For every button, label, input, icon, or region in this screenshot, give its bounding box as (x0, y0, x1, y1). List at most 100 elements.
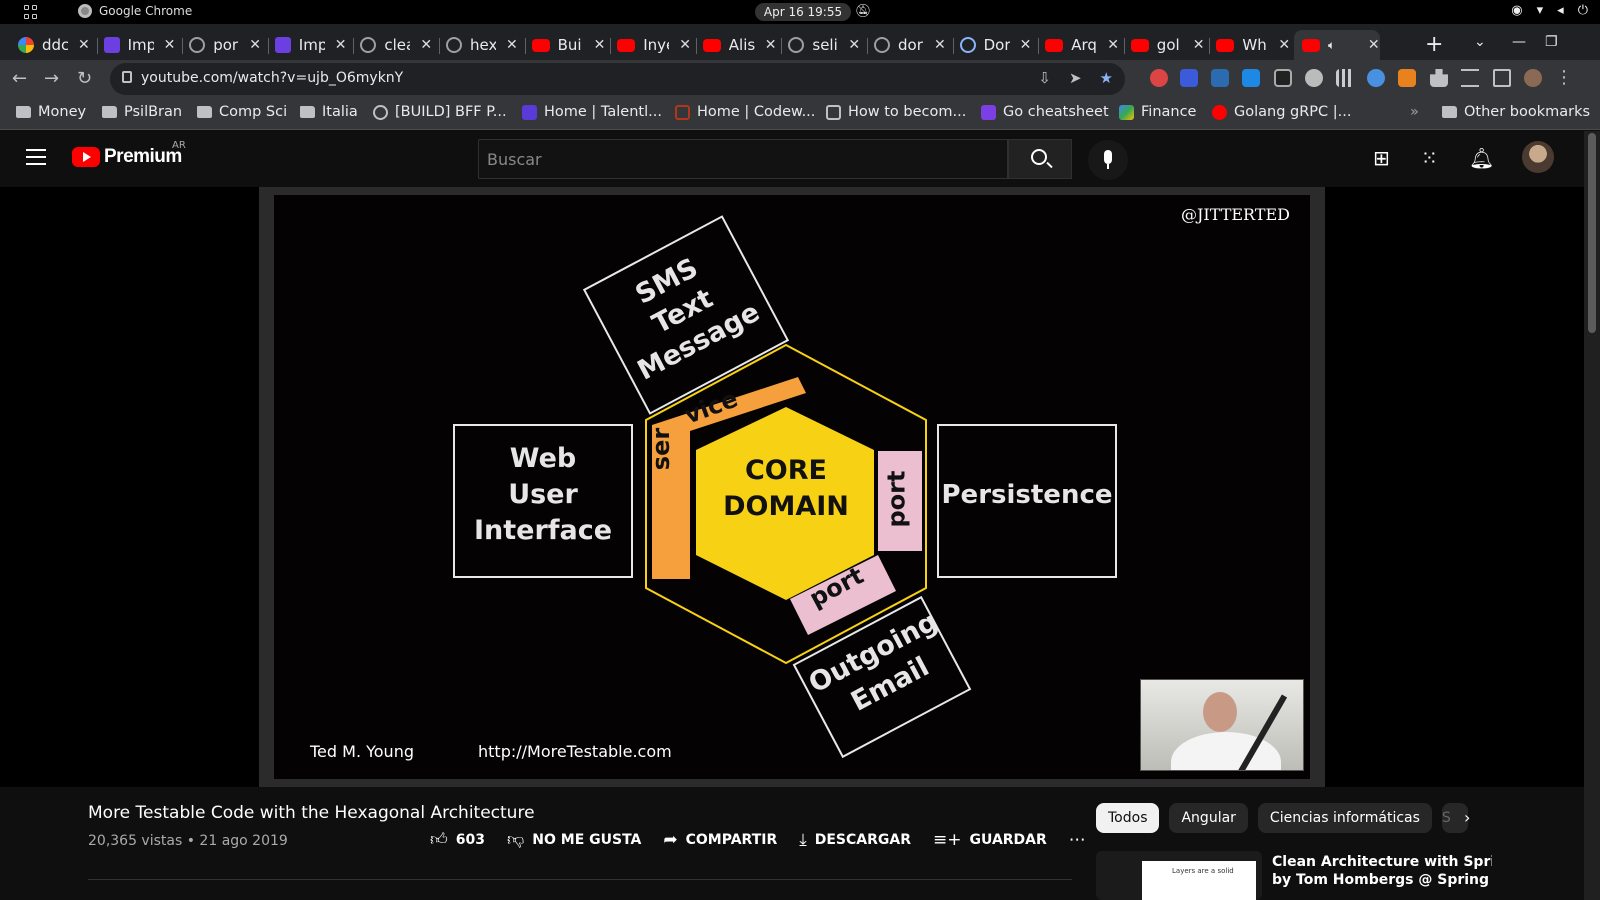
side-panel-icon[interactable] (1493, 69, 1511, 87)
bookmark-comp-sci[interactable]: Comp Sci (197, 104, 287, 120)
browser-tab[interactable]: Imp✕ (96, 30, 184, 60)
shield-extension-icon[interactable] (1180, 69, 1198, 87)
youtube-premium-logo[interactable]: Premium AR (72, 140, 186, 168)
puzzle-extensions-icon[interactable] (1430, 69, 1448, 87)
tab-close-icon[interactable]: ✕ (1367, 37, 1380, 53)
grid-extension-icon[interactable] (1336, 69, 1354, 87)
tab-close-icon[interactable]: ✕ (1278, 37, 1291, 53)
browser-tab[interactable]: Bui✕ (524, 30, 612, 60)
tab-close-icon[interactable]: ✕ (679, 37, 691, 53)
voice-search-button[interactable] (1088, 140, 1128, 180)
browser-tab[interactable]: Arq✕ (1037, 30, 1125, 60)
bookmarks-overflow[interactable]: » (1410, 104, 1419, 120)
bookmark-psilbran[interactable]: PsilBran (102, 104, 182, 120)
tab-close-icon[interactable]: ✕ (1107, 37, 1119, 53)
create-video-icon[interactable]: ⊞ (1373, 146, 1390, 170)
browser-tab[interactable]: gol✕ (1123, 30, 1211, 60)
compass-extension-icon[interactable] (1367, 69, 1385, 87)
tab-audio-icon[interactable]: 🔈︎ (1328, 37, 1336, 52)
download-button[interactable]: ⤓DESCARGAR (799, 829, 912, 850)
chip-todos[interactable]: Todos (1096, 803, 1160, 833)
reading-list-icon[interactable] (1461, 69, 1479, 87)
s-extension-icon[interactable] (1242, 69, 1260, 87)
like-button[interactable]: 👍︎603 (430, 830, 485, 850)
maximize-icon[interactable]: ❐ (1545, 34, 1558, 50)
apps-grid-icon[interactable]: ⁙ (1421, 146, 1438, 170)
tab-close-icon[interactable]: ✕ (1019, 37, 1032, 53)
bookmark-build-bff[interactable]: [BUILD] BFF P... (373, 104, 507, 120)
bookmark-talentlms[interactable]: Home | Talentl... (522, 104, 662, 120)
user-avatar[interactable] (1522, 141, 1554, 173)
bookmark-golang-grpc[interactable]: Golang gRPC |... (1212, 104, 1352, 120)
recommended-thumbnail[interactable]: Layers are a solid (1096, 851, 1262, 900)
adblock-extension-icon[interactable] (1150, 69, 1168, 87)
browser-tab[interactable]: Imp✕ (267, 30, 355, 60)
browser-tab[interactable]: hex✕ (438, 30, 526, 60)
browser-tab[interactable]: Wh✕ (1208, 30, 1296, 60)
bookmark-italia[interactable]: Italia (300, 104, 358, 120)
chip-ciencias-informaticas[interactable]: Ciencias informáticas (1257, 803, 1432, 833)
browser-tab[interactable]: 🔈︎ ✕ (1294, 30, 1380, 60)
bookmark-how-to-become[interactable]: How to becom... (826, 104, 966, 120)
clock[interactable]: Apr 16 19:55 (755, 3, 851, 21)
power-icon[interactable]: ⏻ (1577, 3, 1588, 18)
lock-icon[interactable] (122, 71, 132, 83)
page-scrollbar[interactable] (1584, 131, 1600, 900)
tab-close-icon[interactable]: ✕ (593, 37, 606, 53)
tab-close-icon[interactable]: ✕ (420, 37, 433, 53)
wifi-icon[interactable]: ▾ (1536, 3, 1544, 18)
browser-tab[interactable]: Dor✕ (952, 30, 1040, 60)
chip-angular[interactable]: Angular (1169, 803, 1248, 833)
bookmark-go-cheatsheet[interactable]: Go cheatsheet (981, 104, 1109, 120)
bookmark-star-icon[interactable]: ★ (1099, 69, 1113, 87)
tab-close-icon[interactable]: ✕ (163, 37, 176, 53)
tab-close-icon[interactable]: ✕ (249, 37, 261, 53)
browser-tab[interactable]: clea✕ (352, 30, 440, 60)
tab-close-icon[interactable]: ✕ (506, 37, 518, 53)
volume-icon[interactable]: ◂ (1557, 3, 1564, 18)
install-icon[interactable]: ⇩ (1038, 69, 1051, 87)
bookmark-money[interactable]: Money (16, 104, 86, 120)
url-text[interactable]: youtube.com/watch?v=ujb_O6myknY (141, 70, 404, 86)
tab-search-icon[interactable]: ⌄ (1474, 34, 1486, 50)
circle-extension-icon[interactable] (1305, 69, 1323, 87)
tab-close-icon[interactable]: ✕ (934, 37, 946, 53)
video-player[interactable]: @JITTERTED SMS Text Message Web User Int… (0, 187, 1584, 787)
omnibox[interactable]: youtube.com/watch?v=ujb_O6myknY ⇩ ➤ ★ (110, 63, 1125, 95)
search-button[interactable] (1008, 139, 1072, 179)
tab-close-icon[interactable]: ✕ (848, 37, 861, 53)
menu-icon[interactable] (26, 149, 46, 170)
back-icon[interactable]: ← (12, 68, 28, 89)
scrollbar-thumb[interactable] (1588, 133, 1596, 333)
other-bookmarks[interactable]: Other bookmarks (1442, 104, 1590, 120)
tab-close-icon[interactable]: ✕ (334, 37, 347, 53)
browser-tab[interactable]: seli✕ (780, 30, 868, 60)
dislike-button[interactable]: 👎︎NO ME GUSTA (507, 830, 642, 850)
search-input[interactable]: Buscar (478, 139, 1008, 179)
profile-avatar[interactable] (1524, 69, 1542, 87)
tab-close-icon[interactable]: ✕ (78, 37, 90, 53)
share-button[interactable]: ➦COMPARTIR (663, 829, 778, 850)
menu-kebab-icon[interactable]: ⋮ (1555, 67, 1573, 88)
notifications-bell-icon[interactable]: 🔔︎ (1469, 146, 1495, 170)
tab-close-icon[interactable]: ✕ (1192, 37, 1205, 53)
metamask-extension-icon[interactable] (1398, 69, 1416, 87)
pen-extension-icon[interactable] (1274, 69, 1292, 87)
recommended-title[interactable]: Clean Architecture with Spring by Tom Ho… (1272, 854, 1492, 888)
browser-tab[interactable]: Alis✕ (695, 30, 783, 60)
save-button[interactable]: ≡+GUARDAR (933, 829, 1047, 850)
app-grid-icon[interactable] (24, 5, 38, 19)
bookmark-codewars[interactable]: Home | Codew... (675, 104, 815, 120)
browser-tab[interactable]: Inye✕ (609, 30, 697, 60)
reload-icon[interactable]: ↻ (77, 68, 93, 89)
forward-icon[interactable]: → (44, 68, 60, 89)
browser-tab[interactable]: por✕ (181, 30, 269, 60)
minimize-icon[interactable]: — (1512, 34, 1526, 50)
new-tab-button[interactable]: + (1425, 32, 1444, 57)
tab-close-icon[interactable]: ✕ (764, 37, 777, 53)
bookmark-finance[interactable]: Finance (1119, 104, 1196, 120)
more-actions-button[interactable]: ⋯ (1069, 830, 1086, 850)
record-icon[interactable]: ◉ (1511, 3, 1523, 18)
layers-extension-icon[interactable] (1211, 69, 1229, 87)
browser-tab[interactable]: dor✕ (866, 30, 954, 60)
